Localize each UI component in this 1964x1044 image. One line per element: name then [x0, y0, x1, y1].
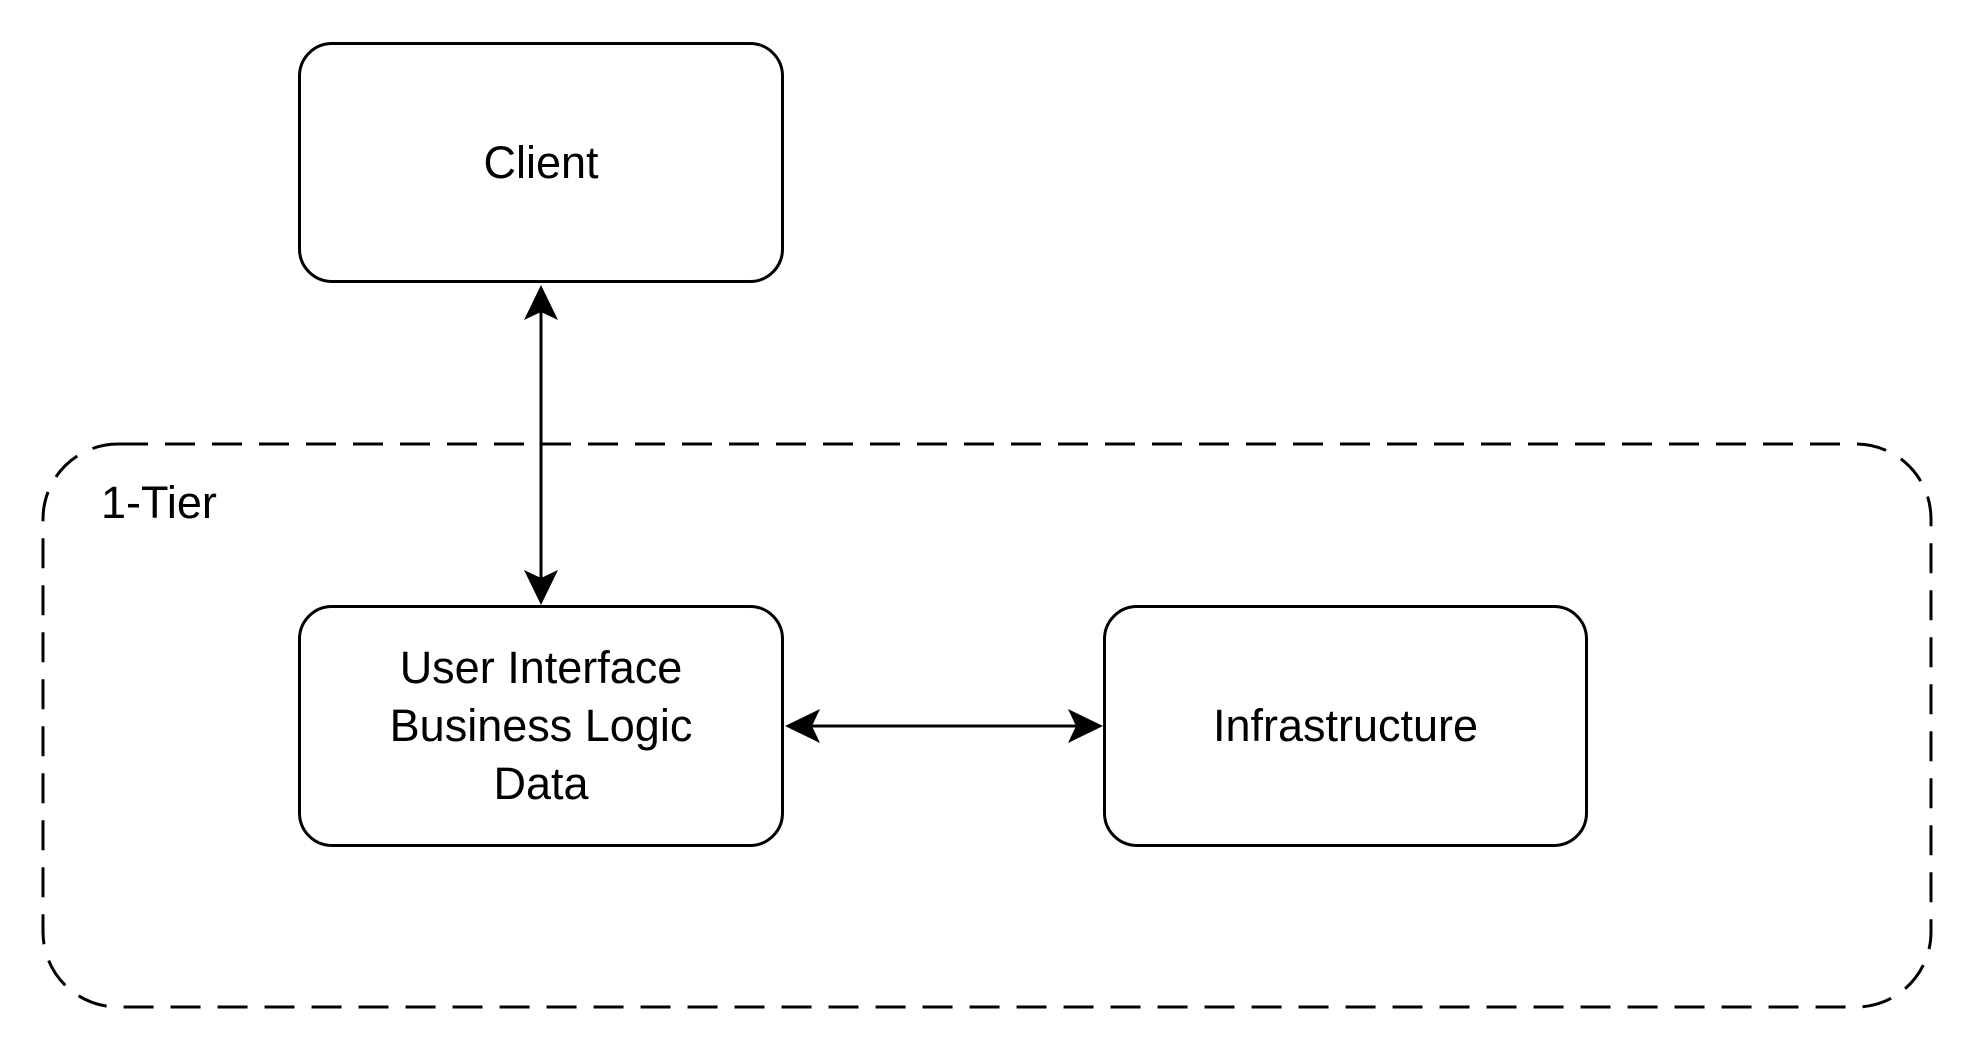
- node-application[interactable]: User Interface Business Logic Data: [298, 605, 784, 847]
- node-application-line-ui: User Interface: [399, 642, 683, 693]
- arrowhead-up-icon: [524, 285, 558, 320]
- node-client-label: Client: [483, 136, 599, 188]
- group-label-1-tier: 1-Tier: [101, 477, 217, 528]
- node-application-line-data: Data: [493, 758, 589, 809]
- group-1-tier-border: [41, 442, 1933, 1009]
- arrowhead-left-icon: [785, 709, 820, 743]
- node-application-line-logic: Business Logic: [389, 700, 693, 751]
- node-infrastructure-label: Infrastructure: [1212, 700, 1479, 751]
- node-infrastructure[interactable]: Infrastructure: [1103, 605, 1588, 847]
- arrowhead-right-icon: [1068, 709, 1103, 743]
- arrowhead-down-icon: [524, 570, 558, 605]
- node-client[interactable]: Client: [298, 42, 784, 283]
